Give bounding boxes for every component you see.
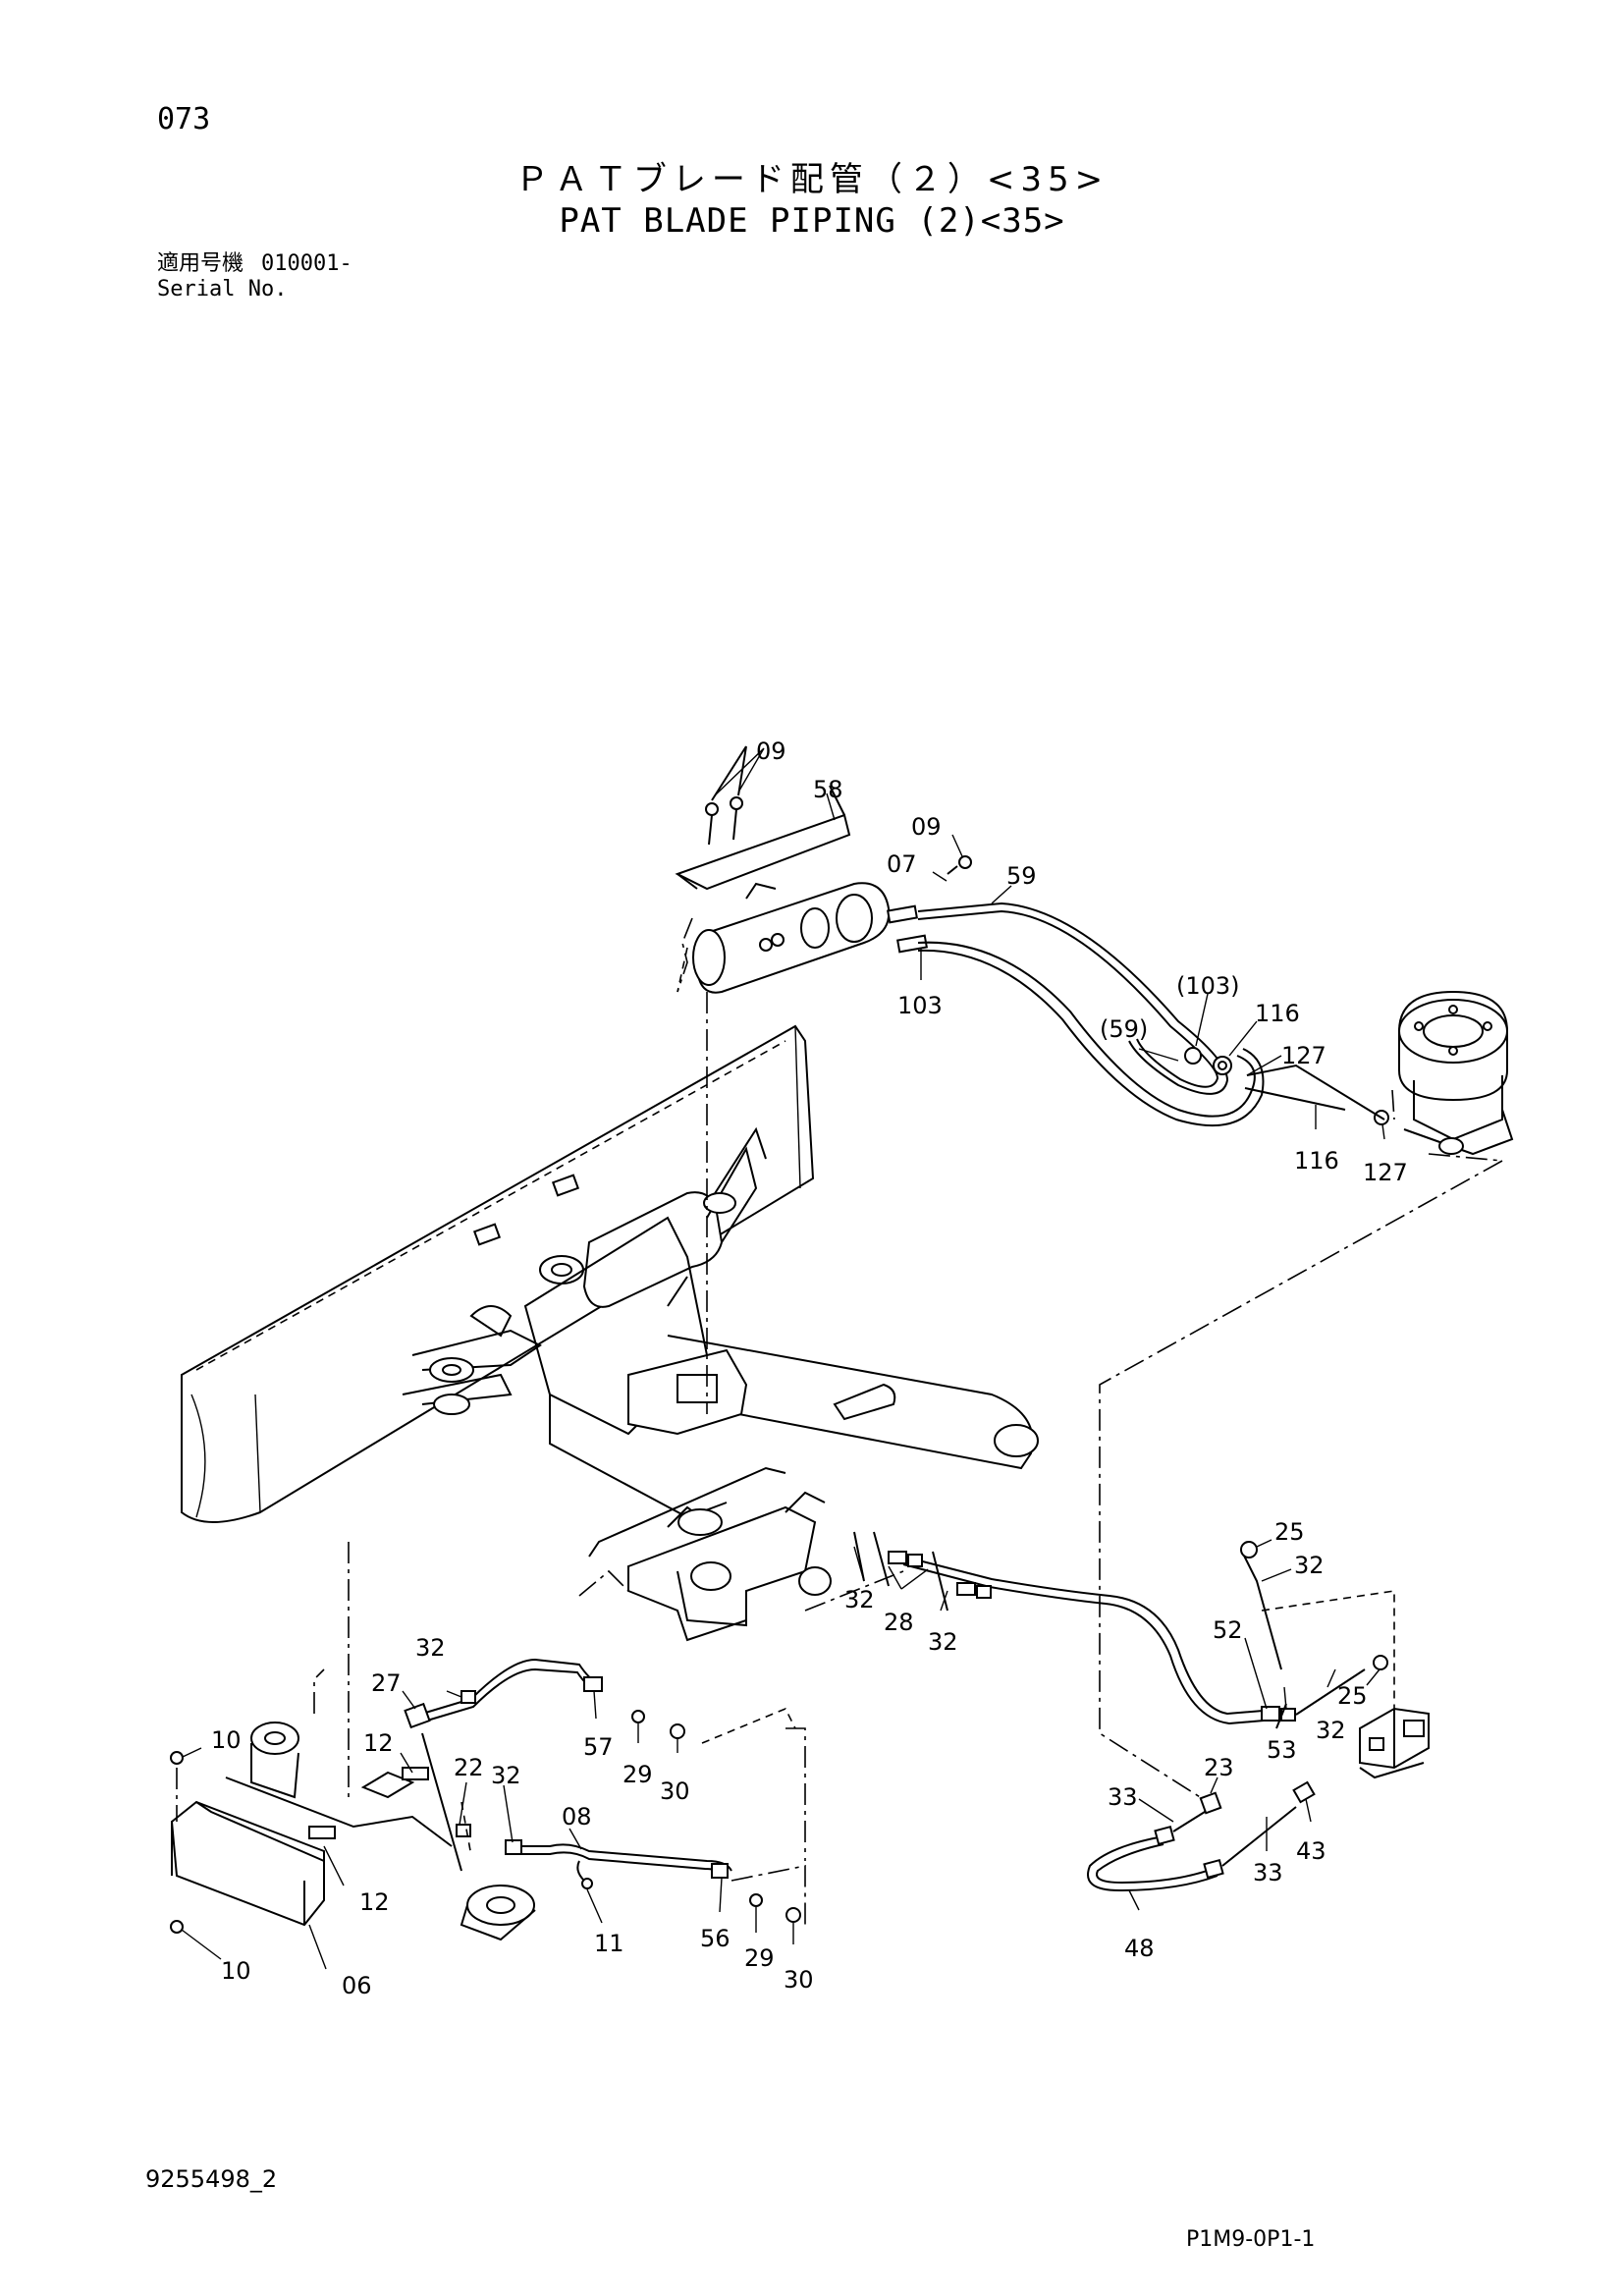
blade-cylinder-frame xyxy=(402,1126,1039,1519)
callout-103: 103 xyxy=(897,992,943,1019)
callout-58: 58 xyxy=(813,776,843,803)
callout-07: 07 xyxy=(887,850,917,878)
callout-30-upper: 30 xyxy=(660,1777,690,1805)
callout-43: 43 xyxy=(1296,1837,1326,1865)
callout-27: 27 xyxy=(371,1669,402,1697)
callout-25-upper: 25 xyxy=(1274,1518,1305,1546)
swivel-unit xyxy=(1391,990,1514,1162)
lift-frame xyxy=(588,1466,832,1642)
callout-labels: 09 58 09 07 59 103 (103) (59) 116 127 11… xyxy=(211,738,1408,1999)
serial-label-jp: 適用号機 xyxy=(157,251,244,276)
callout-12-top: 12 xyxy=(363,1729,394,1757)
callout-59: 59 xyxy=(1006,862,1037,890)
title-english: PAT BLADE PIPING (2)<35> xyxy=(559,201,1065,241)
callout-116-upper: 116 xyxy=(1255,1000,1300,1027)
serial-value: 010001- xyxy=(261,251,352,276)
callout-10-bottom: 10 xyxy=(221,1957,251,1985)
callout-127-upper: 127 xyxy=(1281,1042,1326,1069)
callout-33-right: 33 xyxy=(1253,1859,1283,1886)
callout-06: 06 xyxy=(342,1972,372,1999)
document-number: 9255498_2 xyxy=(145,2165,278,2193)
callout-32-left: 32 xyxy=(844,1586,875,1613)
chain-right xyxy=(1099,1160,1503,1803)
callout-30-lower: 30 xyxy=(784,1966,814,1994)
serial-block: 適用号機 010001- Serial No. xyxy=(157,251,370,302)
control-valve xyxy=(1359,1707,1430,1779)
serial-label-en: Serial No. xyxy=(157,277,288,301)
callout-32-mid: 32 xyxy=(928,1628,958,1656)
callout-32-upper: 32 xyxy=(1294,1552,1325,1579)
callout-127-lower: 127 xyxy=(1363,1159,1408,1186)
upper-hoses xyxy=(917,902,1389,1127)
callout-57: 57 xyxy=(583,1733,614,1761)
callout-11: 11 xyxy=(594,1930,624,1957)
callout-53: 53 xyxy=(1267,1736,1297,1764)
callout-08: 08 xyxy=(562,1803,592,1831)
callout-33-left: 33 xyxy=(1108,1783,1138,1811)
page-code: P1M9-0P1-1 xyxy=(1186,2227,1316,2252)
callout-116-lower: 116 xyxy=(1294,1147,1339,1175)
callout-25-lower: 25 xyxy=(1337,1682,1368,1710)
page-number: 073 xyxy=(157,102,211,137)
callout-56: 56 xyxy=(700,1925,731,1952)
leader-lines xyxy=(181,747,1385,1970)
hose-48 xyxy=(1087,1780,1316,1892)
callout-09-cover: 09 xyxy=(756,738,786,765)
callout-48: 48 xyxy=(1124,1935,1155,1962)
callout-29-upper: 29 xyxy=(623,1761,653,1788)
callout-59-paren: (59) xyxy=(1100,1015,1148,1043)
callout-23: 23 xyxy=(1204,1754,1234,1781)
callout-32-pipe: 32 xyxy=(491,1762,521,1789)
middle-hoses xyxy=(578,1531,1395,1729)
callout-29-lower: 29 xyxy=(744,1944,775,1972)
lower-left-piping xyxy=(404,1658,806,1925)
cover-and-cylinder xyxy=(675,745,972,1414)
callout-09-hose: 09 xyxy=(911,813,942,841)
blade-assembly xyxy=(181,1024,815,1523)
callout-103-paren: (103) xyxy=(1176,972,1240,1000)
callout-52: 52 xyxy=(1213,1616,1243,1644)
callout-12-bottom: 12 xyxy=(359,1888,390,1916)
callout-10-top: 10 xyxy=(211,1726,242,1754)
callout-28: 28 xyxy=(884,1609,914,1636)
bracket-guard xyxy=(170,1542,536,1941)
title-japanese: ＰＡＴブレード配管（２）<35> xyxy=(514,160,1110,199)
callout-22: 22 xyxy=(454,1754,484,1781)
callout-32-right: 32 xyxy=(1316,1717,1346,1744)
callout-32-lowerleft: 32 xyxy=(415,1634,446,1662)
